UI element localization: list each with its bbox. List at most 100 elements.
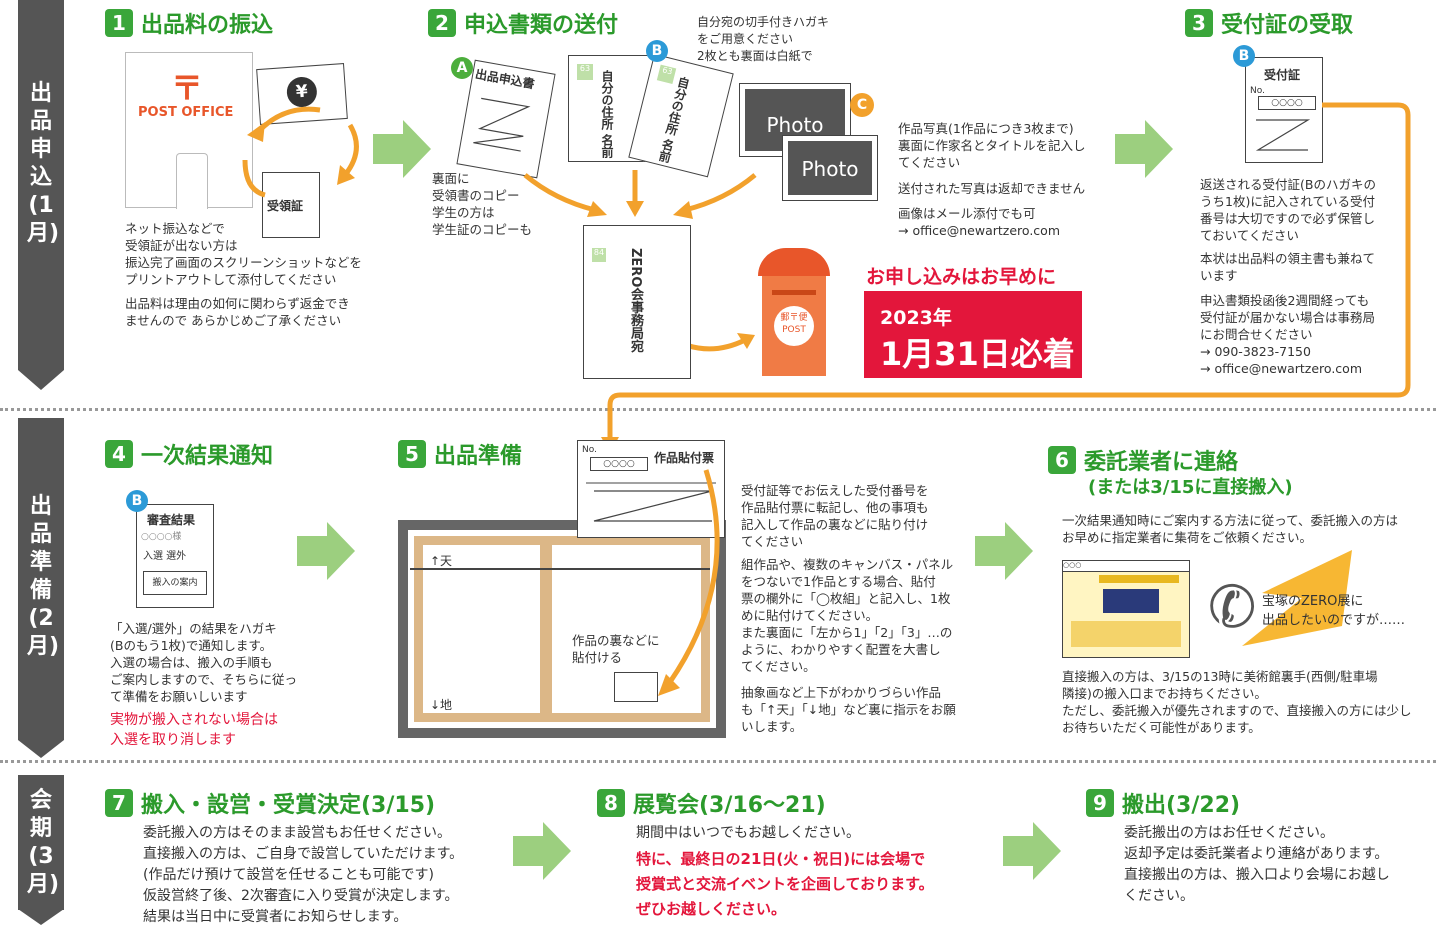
- step-6-direct-note: 直接搬入の方は、3/15の13時に美術館裏手(西側/駐車場 隣接)の搬入口までお…: [1062, 669, 1412, 735]
- card-title: 受付証: [1264, 68, 1301, 82]
- attach-arrow: [658, 469, 720, 696]
- badge-b: B: [126, 490, 148, 512]
- step-8-body: 期間中はいつでもお越しください。: [636, 825, 860, 841]
- deadline-date: 1月31日必着: [880, 335, 1075, 373]
- step-number: 2: [428, 9, 456, 37]
- photo-note-email: 画像はメール添付でも可 → office@newartzero.com: [898, 206, 1060, 238]
- step-title: 申込書類の送付: [464, 13, 619, 38]
- stamp-icon: 63: [577, 64, 593, 80]
- step-5-note: 受付証等でお伝えした受付番号を 作品貼付票に転記し、他の事項も 記入して作品の裏…: [741, 483, 929, 549]
- step-title: 搬入・設営・受賞決定(3/15): [141, 793, 436, 818]
- envelope-address: ZERO会事務局宛: [628, 248, 643, 353]
- step-title: 出品料の振込: [141, 13, 274, 38]
- stamp-icon: 84: [592, 248, 606, 262]
- section-band-preparation: 出品準備(2月): [18, 418, 64, 740]
- step-number: 6: [1048, 446, 1076, 474]
- step-8-highlight: 特に、最終日の21日(火・祝日)には会場で 授賞式と交流イベントを企画しておりま…: [636, 850, 934, 918]
- step-2-heading: 2 申込書類の送付: [428, 7, 618, 39]
- step-number: 4: [105, 440, 133, 468]
- band-arrow: [18, 909, 64, 925]
- flow-arrow-icon: [1115, 120, 1173, 178]
- step-7-heading: 7 搬入・設営・受賞決定(3/15): [105, 787, 435, 819]
- step-title: 出品準備: [434, 444, 523, 469]
- receipt-card: 受付証 No. ○○○○: [1245, 57, 1323, 163]
- door-shape: [176, 153, 208, 209]
- step-6-note: 一次結果通知時にご案内する方法に従って、委託搬入の方は お早めに指定業者に集荷を…: [1062, 513, 1399, 545]
- website-illustration: ○○○: [1062, 560, 1190, 658]
- step-1-note: ネット振込などで 受領証が出ない方は 振込完了画面のスクリーンショットなどを プ…: [125, 221, 362, 287]
- step-number: 7: [105, 789, 133, 817]
- receipt-illustration: 受領証: [262, 172, 320, 238]
- result-card: 審査結果 ○○○○様 入選 選外 搬入の案内: [136, 504, 214, 608]
- bottom-mark: ↓地: [430, 698, 453, 712]
- flow-arrow-icon: [1003, 822, 1061, 880]
- card-result: 入選 選外: [143, 551, 187, 562]
- top-mark: ↑天: [430, 554, 453, 568]
- step-number: 1: [105, 9, 133, 37]
- post-office-illustration: 〒 POST OFFICE: [125, 52, 253, 209]
- card-no: No.: [1250, 86, 1265, 96]
- postcard-address: 自分の住所 名前: [600, 70, 614, 159]
- step-1-heading: 1 出品料の振込: [105, 7, 273, 39]
- step-6-heading: 6 委託業者に連絡: [1048, 444, 1238, 476]
- attach-note: 作品の裏などに 貼付ける: [572, 633, 660, 665]
- step-title: 展覧会(3/16〜21): [633, 793, 826, 818]
- label-title: 作品貼付票: [654, 451, 715, 465]
- section-divider: [0, 408, 1436, 411]
- card-title: 審査結果: [147, 513, 196, 527]
- step-title: 搬出(3/22): [1122, 793, 1241, 818]
- band-arrow: [18, 740, 64, 758]
- connector-arrow: [601, 102, 1411, 453]
- band-arrow: [18, 370, 64, 390]
- number-boxes: ○○○○: [590, 457, 648, 471]
- step-4-note: 「入選/選外」の結果をハガキ (Bのもう1枚)で通知します。 入選の場合は、搬入…: [110, 621, 298, 704]
- flow-arrow-icon: [975, 522, 1033, 580]
- mailbox-label: 郵〒便 POST: [774, 306, 814, 346]
- number-boxes: ○○○○: [1258, 96, 1316, 110]
- step-number: 8: [597, 789, 625, 817]
- step-7-body: 委託搬入の方はそのまま設営もお任せください。 直接搬入の方は、ご自身で設営してい…: [143, 825, 464, 925]
- section-band-exhibition: 会期(3月): [18, 775, 64, 910]
- badge-b: B: [646, 40, 668, 62]
- canvas-back-illustration: ↑天 ↓地 作品の裏などに 貼付ける: [398, 520, 726, 738]
- postal-mark-icon: 〒: [171, 69, 204, 107]
- step-8-heading: 8 展覧会(3/16〜21): [597, 787, 826, 819]
- application-form: 出品申込書: [456, 59, 556, 179]
- section-band-application: 出品申込(1月): [18, 0, 64, 370]
- step-6-subtitle: (または3/15に直接搬入): [1088, 477, 1293, 498]
- deadline-box: 2023年 1月31日必着: [864, 291, 1082, 378]
- flow-arrow-icon: [513, 822, 571, 880]
- step-4-warning: 実物が搬入されない場合は 入選を取り消します: [110, 712, 278, 748]
- section-divider: [0, 760, 1436, 763]
- copy-note: 裏面に 受領書のコピー 学生の方は 学生証のコピーも: [432, 171, 533, 237]
- speech-burst: [1242, 550, 1352, 646]
- post-office-label: POST OFFICE: [138, 105, 234, 120]
- section-label: 会期(3月): [27, 788, 60, 897]
- step-3-note: 返送される受付証(Bのハガキの うち1枚)に記入されている受付 番号は大切ですの…: [1200, 177, 1376, 243]
- step-9-heading: 9 搬出(3/22): [1086, 787, 1240, 819]
- step-title: 委託業者に連絡: [1084, 450, 1239, 475]
- badge-c: C: [850, 93, 874, 117]
- label-no: No.: [582, 445, 597, 455]
- receipt-label: 受領証: [267, 199, 304, 213]
- step-5-set-note: 組作品や、複数のキャンバス・パネル をつないで1作品とする場合、貼付 票の欄外に…: [741, 557, 954, 674]
- flow-arrow-icon: [373, 120, 431, 178]
- envelope: 84 ZERO会事務局宛: [583, 225, 691, 379]
- speech-text: 宝塚のZERO展に 出品したいのですが……: [1262, 594, 1406, 628]
- stamp-icon: 63: [656, 64, 677, 84]
- card-note: 自分宛の切手付きハガキ をご用意ください 2枚とも裏面は白紙で: [697, 15, 830, 63]
- photo-note: 作品写真(1作品につき3枚まで) 裏面に作家名とタイトルを記入し てください: [898, 121, 1086, 170]
- step-number: 9: [1086, 789, 1114, 817]
- section-label: 出品申込(1月): [27, 81, 60, 246]
- step-title: 一次結果通知: [141, 444, 274, 469]
- step-3-heading: 3 受付証の受取: [1185, 7, 1353, 39]
- cycle-arrows: [242, 106, 359, 198]
- step-3-contact-note: 申込書類投函後2週間経っても 受付証が届かない場合は事務局 にお問合せください …: [1200, 293, 1376, 376]
- step-4-heading: 4 一次結果通知: [105, 438, 273, 470]
- step-number: 5: [398, 440, 426, 468]
- step-5-orientation-note: 抽象画など上下がわかりづらい作品 も「↑天」「↓地」など裏に指示をお願 いします…: [741, 685, 956, 734]
- badge-b: B: [1233, 45, 1255, 67]
- deadline-heading: お申し込みはお早めに: [866, 266, 1057, 288]
- step-number: 3: [1185, 9, 1213, 37]
- step-3-receipt-note: 本状は出品料の領主書も兼ねて います: [1200, 251, 1376, 283]
